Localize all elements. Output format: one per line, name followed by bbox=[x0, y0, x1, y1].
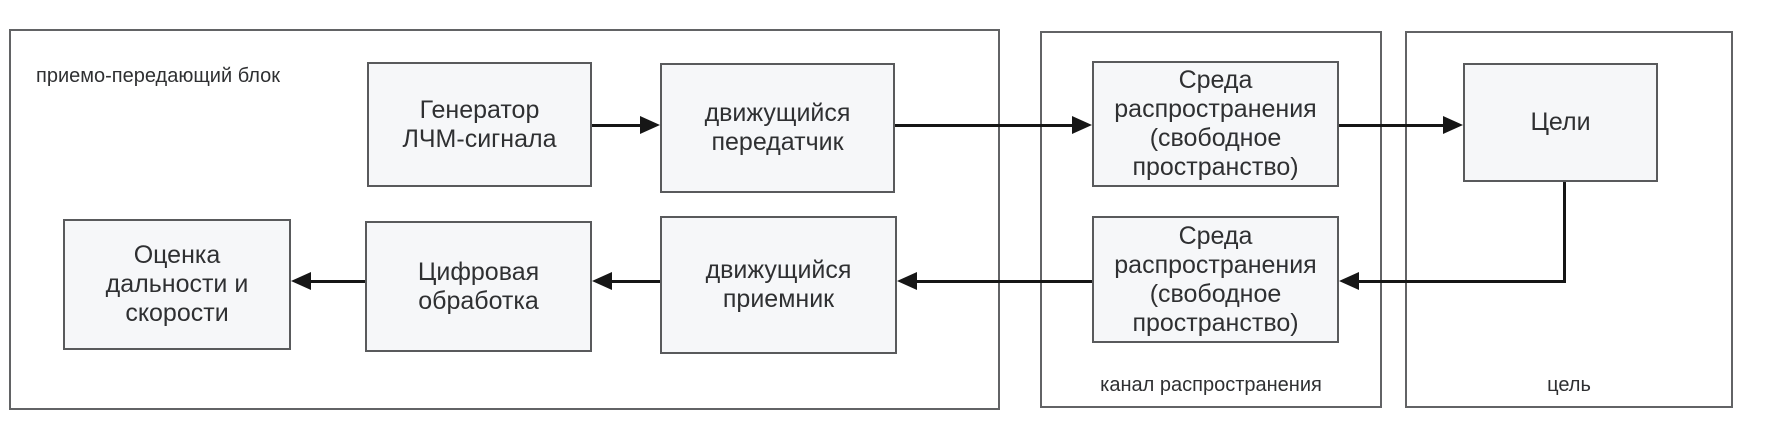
propagation-channel-label: канал распространения bbox=[1100, 374, 1322, 396]
block-text-line: Оценка bbox=[133, 241, 221, 269]
block-digital-processing: Цифровая обработка bbox=[365, 221, 592, 352]
block-range-velocity-estimation: Оценка дальности и скорости bbox=[63, 219, 291, 350]
block-text-line: движущийся bbox=[704, 99, 851, 127]
block-text-line: Цели bbox=[1530, 108, 1591, 136]
block-moving-transmitter: движущийся передатчик bbox=[660, 63, 895, 193]
container-target: цель bbox=[1405, 31, 1733, 408]
transceiver-unit-label: приемо-передающий блок bbox=[36, 65, 281, 87]
block-text-line: распространения bbox=[1114, 95, 1317, 123]
block-text-line: движущийся bbox=[705, 256, 852, 284]
arrow-head-left bbox=[1339, 272, 1359, 290]
container-propagation-channel: канал распространения bbox=[1040, 31, 1382, 408]
arrow-head-right bbox=[640, 116, 660, 134]
block-text-line: ЛЧМ-сигнала bbox=[402, 124, 557, 153]
block-text-line: (свободное bbox=[1149, 279, 1282, 308]
arrow-head-left bbox=[291, 272, 311, 290]
block-text-line: скорости bbox=[125, 299, 229, 327]
block-targets: Цели bbox=[1463, 63, 1658, 182]
block-lfm-signal-generator: Генератор ЛЧМ-сигнала bbox=[367, 62, 592, 187]
arrow-line bbox=[311, 279, 365, 283]
arrow-line bbox=[592, 123, 640, 127]
block-text-line: пространство) bbox=[1132, 153, 1299, 181]
block-text-line: Среда bbox=[1178, 66, 1253, 94]
arrow-head-left bbox=[897, 272, 917, 290]
target-label: цель bbox=[1547, 374, 1591, 396]
block-text-line: Цифровая bbox=[417, 257, 540, 286]
arrow-line bbox=[1339, 123, 1443, 127]
block-text-line: обработка bbox=[418, 286, 539, 315]
arrow-line bbox=[612, 279, 660, 283]
block-text-line: распространения bbox=[1114, 250, 1317, 279]
block-text-line: (свободное bbox=[1149, 124, 1282, 152]
arrow-head-right bbox=[1072, 116, 1092, 134]
arrow-line bbox=[895, 123, 1072, 127]
block-text-line: передатчик bbox=[711, 128, 844, 156]
arrow-line bbox=[1359, 279, 1566, 283]
block-text-line: Среда bbox=[1178, 221, 1253, 250]
container-transceiver-unit: приемо-передающий блок bbox=[9, 29, 1000, 410]
block-text-line: дальности и bbox=[105, 270, 249, 298]
block-text-line: приемник bbox=[722, 285, 835, 313]
block-propagation-medium-forward: Среда распространения (свободное простра… bbox=[1092, 61, 1339, 187]
arrow-line-vertical bbox=[1563, 182, 1566, 282]
arrow-line bbox=[917, 279, 1092, 283]
arrow-head-right bbox=[1443, 116, 1463, 134]
block-text-line: пространство) bbox=[1132, 308, 1299, 337]
block-text-line: Генератор bbox=[419, 95, 540, 124]
block-moving-receiver: движущийся приемник bbox=[660, 216, 897, 354]
block-propagation-medium-return: Среда распространения (свободное простра… bbox=[1092, 216, 1339, 343]
arrow-head-left bbox=[592, 272, 612, 290]
